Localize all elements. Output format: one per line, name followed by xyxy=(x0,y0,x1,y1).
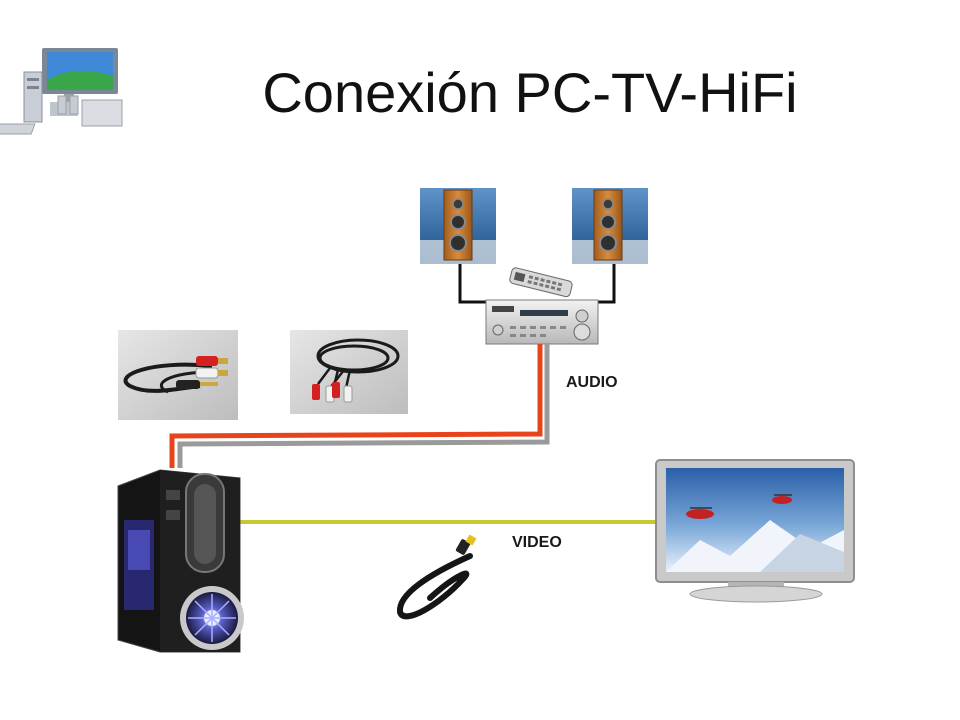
audio-cable-path xyxy=(169,344,550,468)
page-title: Conexión PC-TV-HiFi xyxy=(262,61,798,124)
rca-audio-cable-icon xyxy=(290,330,408,414)
remote-control-icon xyxy=(509,267,573,298)
video-label: VIDEO xyxy=(512,534,562,551)
audio-label: AUDIO xyxy=(566,374,618,391)
minijack-to-rca-cable-icon xyxy=(118,330,238,420)
flat-tv-icon xyxy=(655,459,855,603)
speaker-wires xyxy=(458,264,616,304)
computer-system-icon xyxy=(0,48,123,135)
composite-video-cable-icon xyxy=(397,534,477,620)
speaker-icon xyxy=(420,188,496,264)
audio-cable-gray xyxy=(177,344,550,468)
audio-cable-red xyxy=(169,344,543,468)
av-receiver-icon xyxy=(485,299,599,345)
speaker-icon xyxy=(572,188,648,264)
pc-tower-icon xyxy=(117,469,244,653)
